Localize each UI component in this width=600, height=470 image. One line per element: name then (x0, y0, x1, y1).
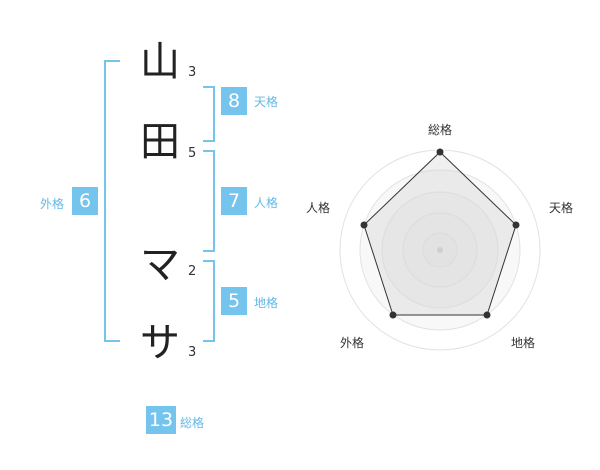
name-char-3: マ (140, 242, 180, 288)
radar-label-right: 天格 (549, 200, 573, 215)
gaikaku-bracket (104, 60, 120, 342)
jinkaku-value-badge: 7 (221, 187, 247, 215)
stroke-count-4: 3 (188, 345, 197, 360)
radar-point-soukaku (436, 148, 444, 156)
stroke-count-2: 5 (188, 146, 197, 161)
chikaku-bracket (203, 260, 215, 342)
soukaku-value-badge: 13 (146, 406, 176, 434)
soukaku-label: 総格 (180, 416, 205, 430)
radar-point-tenkaku (512, 221, 520, 229)
radar-label-bottom-right: 地格 (511, 335, 535, 350)
radar-center-dot (437, 247, 443, 253)
radar-point-gaikaku (389, 311, 397, 319)
name-char-2: 田 (140, 119, 180, 165)
radar-label-left: 人格 (306, 200, 330, 215)
tenkaku-value-badge: 8 (221, 87, 247, 115)
radar-label-bottom-left: 外格 (340, 335, 364, 350)
stroke-count-3: 2 (188, 264, 197, 279)
stroke-count-1: 3 (188, 65, 197, 80)
tenkaku-label: 天格 (254, 95, 279, 109)
radar-point-jinkaku (360, 221, 368, 229)
jinkaku-bracket (203, 150, 215, 252)
chikaku-value-badge: 5 (221, 287, 247, 315)
gaikaku-value-badge: 6 (72, 187, 98, 215)
radar-point-chikaku (483, 311, 491, 319)
radar-label-top: 総格 (428, 122, 452, 137)
chikaku-label: 地格 (254, 296, 279, 310)
name-char-1: 山 (140, 39, 180, 85)
gaikaku-label: 外格 (40, 197, 65, 211)
jinkaku-label: 人格 (254, 196, 279, 210)
name-char-4: サ (140, 320, 180, 366)
tenkaku-bracket (203, 86, 215, 142)
radar-polygon (363, 151, 517, 316)
